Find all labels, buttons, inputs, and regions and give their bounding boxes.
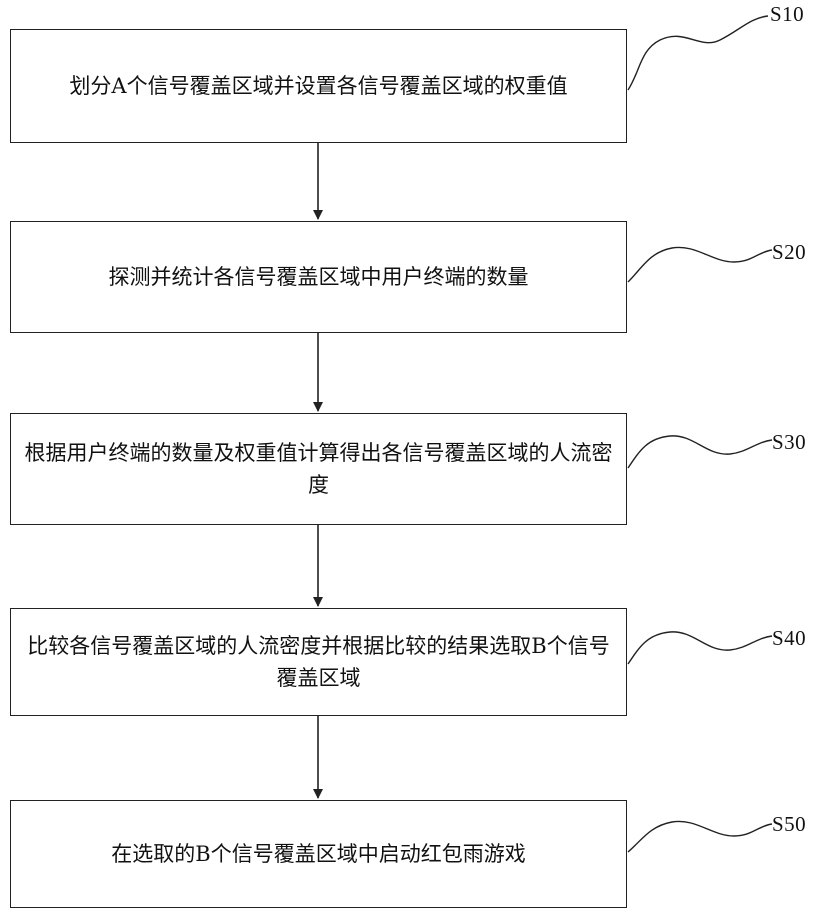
step-box-s50: 在选取的B个信号覆盖区域中启动红包雨游戏 (10, 800, 627, 908)
step-label-s40: S40 (772, 626, 806, 651)
leader-line-s50 (628, 821, 772, 852)
step-label-s30: S30 (772, 430, 806, 455)
leader-line-s10 (628, 16, 768, 90)
step-text-s50: 在选取的B个信号覆盖区域中启动红包雨游戏 (111, 838, 525, 870)
step-box-s30: 根据用户终端的数量及权重值计算得出各信号覆盖区域的人流密度 (10, 413, 627, 525)
step-label-s10: S10 (770, 2, 804, 27)
leader-line-s40 (628, 632, 772, 664)
leader-line-s30 (628, 436, 772, 468)
step-box-s40: 比较各信号覆盖区域的人流密度并根据比较的结果选取B个信号覆盖区域 (10, 608, 627, 716)
step-text-s30: 根据用户终端的数量及权重值计算得出各信号覆盖区域的人流密度 (17, 437, 620, 501)
step-text-s20: 探测并统计各信号覆盖区域中用户终端的数量 (109, 261, 529, 293)
step-label-s20: S20 (772, 240, 806, 265)
step-label-s50: S50 (772, 812, 806, 837)
step-box-s10: 划分A个信号覆盖区域并设置各信号覆盖区域的权重值 (10, 29, 627, 143)
leader-line-s20 (628, 247, 772, 282)
step-box-s20: 探测并统计各信号覆盖区域中用户终端的数量 (10, 221, 627, 333)
step-text-s40: 比较各信号覆盖区域的人流密度并根据比较的结果选取B个信号覆盖区域 (17, 630, 620, 694)
step-text-s10: 划分A个信号覆盖区域并设置各信号覆盖区域的权重值 (69, 70, 567, 102)
